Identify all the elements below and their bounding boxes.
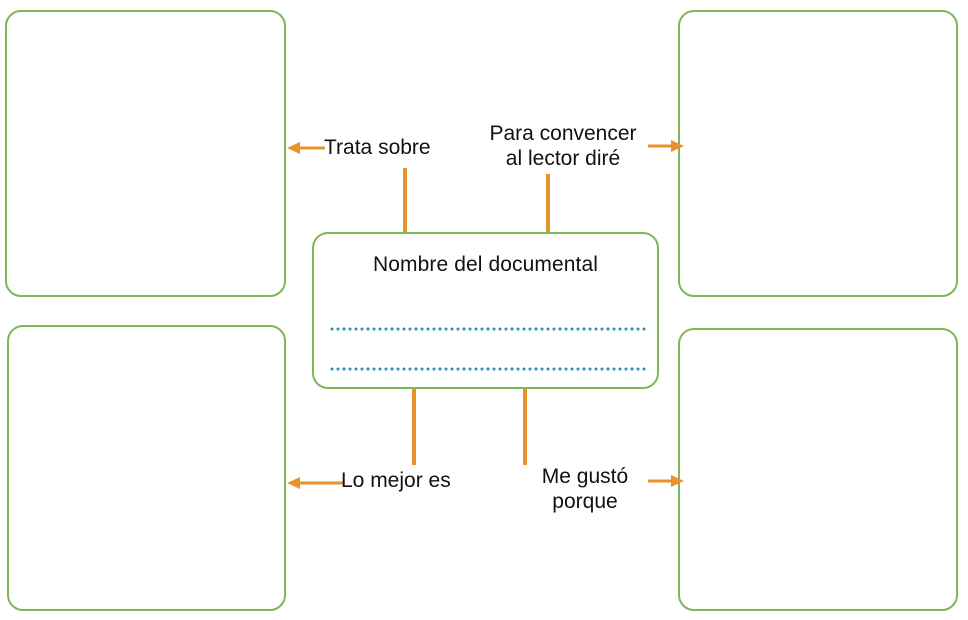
- connector-line-trata-sobre: [403, 168, 407, 234]
- center-card: Nombre del documental: [312, 232, 659, 389]
- prompt-label-para-convencer: Para convencer al lector diré: [489, 122, 637, 170]
- answer-box-bottom-left[interactable]: [7, 325, 286, 611]
- arrow-left-icon-trata-sobre: [287, 140, 325, 156]
- writing-line-1[interactable]: [329, 327, 646, 331]
- connector-line-me-gusto-porque: [523, 387, 527, 465]
- answer-box-top-right[interactable]: [678, 10, 958, 297]
- arrow-right-icon-me-gusto-porque: [648, 473, 684, 489]
- answer-box-bottom-right[interactable]: [678, 328, 958, 611]
- center-card-title: Nombre del documental: [372, 253, 599, 276]
- arrow-right-icon-para-convencer: [648, 138, 684, 154]
- arrow-left-icon-lo-mejor-es: [287, 475, 343, 491]
- answer-box-top-left[interactable]: [5, 10, 286, 297]
- prompt-label-lo-mejor-es: Lo mejor es: [341, 469, 451, 492]
- writing-line-2[interactable]: [329, 367, 646, 371]
- prompt-label-me-gusto-porque: Me gustó porque: [541, 465, 629, 513]
- prompt-label-trata-sobre: Trata sobre: [324, 136, 431, 159]
- connector-line-lo-mejor-es: [412, 387, 416, 465]
- connector-line-para-convencer: [546, 174, 550, 234]
